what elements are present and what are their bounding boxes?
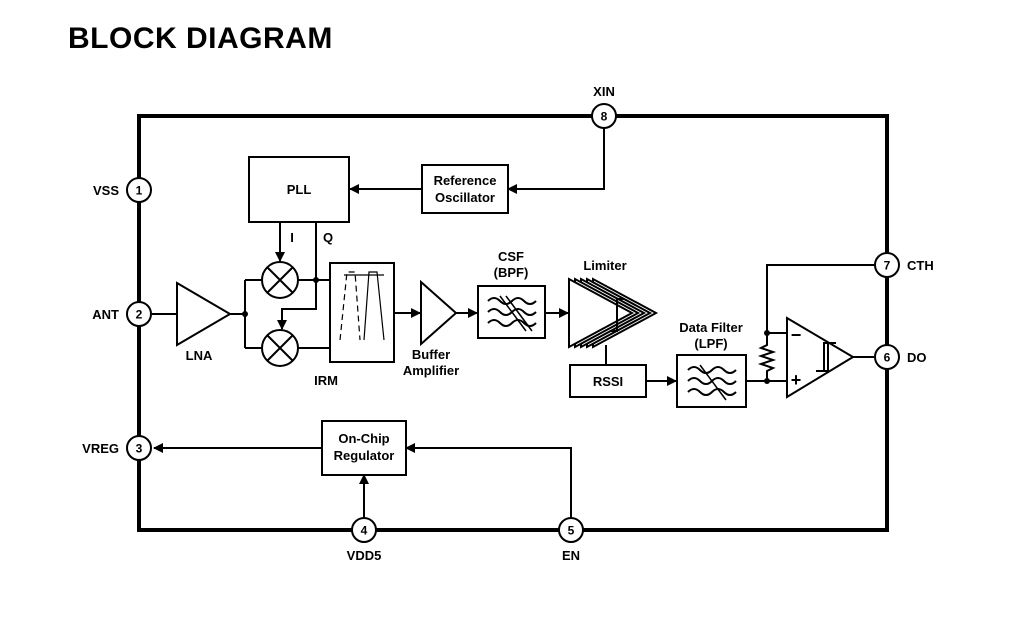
- pin-2-label: ANT: [92, 307, 119, 322]
- svg-text:1: 1: [136, 184, 143, 198]
- comparator-plus: +: [791, 370, 802, 390]
- svg-text:6: 6: [884, 351, 891, 365]
- mixer-i: [261, 261, 299, 299]
- pin-7-label: CTH: [907, 258, 934, 273]
- svg-text:5: 5: [568, 524, 575, 538]
- i-label: I: [290, 230, 294, 245]
- pin-5: 5 EN: [558, 517, 584, 563]
- lna-amplifier: [176, 281, 232, 347]
- pin-4: 4 VDD5: [347, 517, 382, 563]
- lna-label: LNA: [186, 348, 213, 363]
- limiter-label: Limiter: [583, 258, 626, 273]
- pin-6: 6 DO: [874, 344, 927, 370]
- pll-block: [248, 156, 350, 223]
- csf-label-2: (BPF): [494, 265, 529, 280]
- mixer-q: [261, 329, 299, 367]
- q-label: Q: [323, 230, 333, 245]
- pin-8: 8 XIN: [591, 84, 617, 129]
- svg-text:8: 8: [601, 110, 608, 124]
- pin-3-label: VREG: [82, 441, 119, 456]
- comparator: [786, 316, 855, 399]
- rssi-block: [569, 364, 647, 398]
- svg-text:7: 7: [884, 259, 891, 273]
- regulator-block: [321, 420, 407, 476]
- pin-4-label: VDD5: [347, 548, 382, 563]
- data-filter-label-1: Data Filter: [679, 320, 743, 335]
- diagram-title: BLOCK DIAGRAM: [68, 22, 333, 55]
- irm-block: [329, 262, 395, 363]
- reference-oscillator-label-2: Oscillator: [435, 190, 495, 205]
- pin-3: 3 VREG: [82, 435, 152, 461]
- wires: [152, 128, 874, 517]
- reference-oscillator-block: [421, 164, 509, 214]
- data-filter-label-2: (LPF): [694, 336, 727, 351]
- csf-block: [477, 285, 546, 339]
- pin-1-label: VSS: [93, 183, 119, 198]
- pin-6-label: DO: [907, 350, 927, 365]
- buffer-label-1: Buffer: [412, 347, 450, 362]
- svg-text:2: 2: [136, 308, 143, 322]
- buffer-amplifier: [420, 279, 458, 347]
- svg-text:4: 4: [361, 524, 368, 538]
- pin-8-label: XIN: [593, 84, 615, 99]
- irm-label: IRM: [314, 373, 338, 388]
- reference-oscillator-label-1: Reference: [434, 173, 497, 188]
- comparator-minus: −: [791, 325, 802, 345]
- rssi-label: RSSI: [593, 374, 623, 389]
- pin-2: 2 ANT: [92, 301, 152, 327]
- svg-text:3: 3: [136, 442, 143, 456]
- regulator-label-1: On-Chip: [338, 431, 389, 446]
- buffer-label-2: Amplifier: [403, 363, 459, 378]
- csf-label-1: CSF: [498, 249, 524, 264]
- regulator-label-2: Regulator: [334, 448, 395, 463]
- limiter-block: [568, 277, 659, 349]
- pin-7: 7 CTH: [874, 252, 934, 278]
- pll-label: PLL: [287, 182, 312, 197]
- pin-1: 1 VSS: [93, 177, 152, 203]
- pin-5-label: EN: [562, 548, 580, 563]
- data-filter-block: [676, 354, 747, 408]
